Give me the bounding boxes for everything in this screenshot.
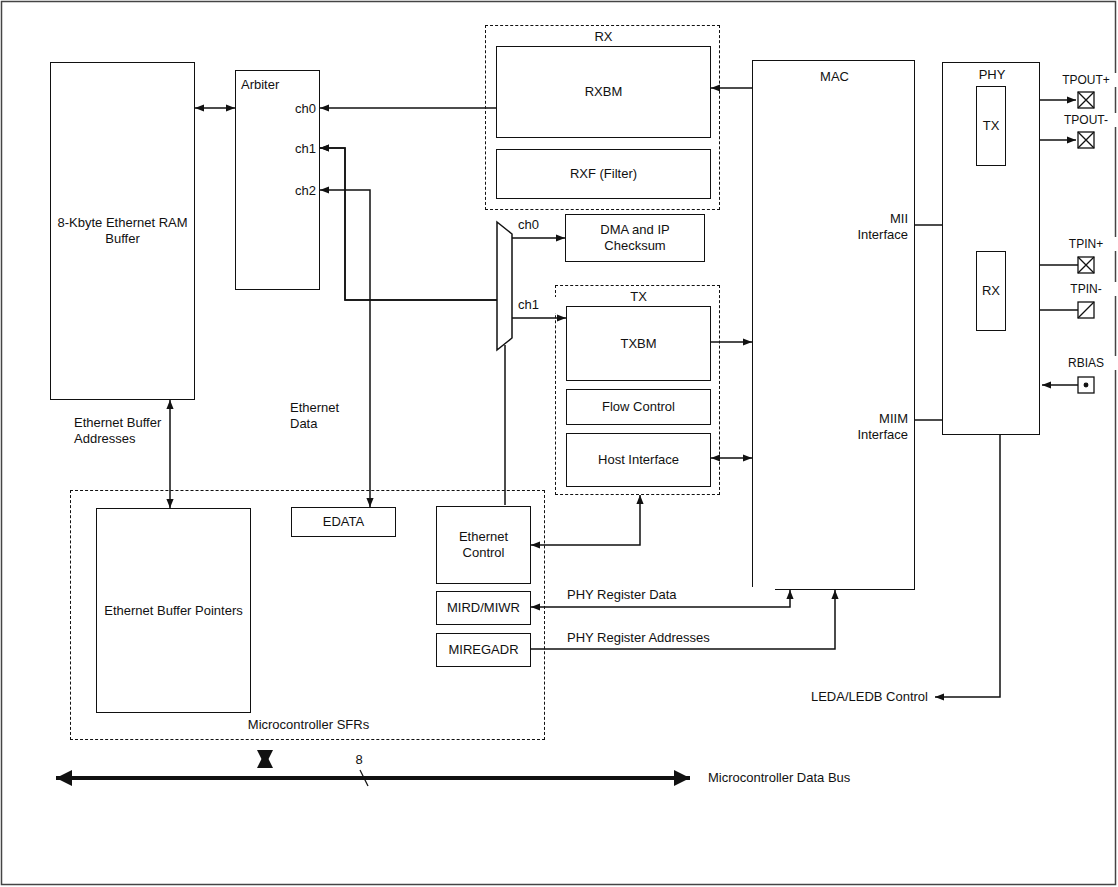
bus-width-tick — [360, 770, 368, 786]
box-title: TXBM — [617, 336, 659, 352]
connector — [531, 495, 640, 545]
box-title: DMA and IP Checksum — [566, 222, 704, 253]
pin-name: RBIAS — [1050, 356, 1118, 370]
box-title: EDATA — [320, 514, 367, 530]
rbias-wire — [1042, 384, 1078, 386]
connector-label: Ethernet Data — [288, 400, 364, 431]
box-title: 8-Kbyte Ethernet RAM Buffer — [51, 215, 194, 246]
mux-symbol — [497, 222, 512, 350]
connector-label: PHY Register Addresses — [565, 630, 805, 646]
pin-cross — [1078, 132, 1094, 148]
box-title: MIRD/MIWR — [444, 600, 523, 616]
box-title: TX — [556, 289, 721, 305]
connector-label: Ethernet Buffer Addresses — [72, 415, 164, 446]
pin-name: TPIN- — [1050, 282, 1118, 296]
box-text: ch2 — [236, 183, 321, 199]
host-interface-box: Host Interface — [566, 433, 711, 487]
mii-address-box: MIREGADR — [436, 633, 531, 667]
box-text: ch1 — [236, 141, 321, 157]
bus-name: Microcontroller Data Bus — [706, 770, 946, 786]
pin-slash — [1078, 302, 1094, 318]
box-text: ch0 — [236, 101, 321, 117]
connector — [320, 190, 370, 507]
box-title: MIREGADR — [445, 642, 521, 658]
connector — [915, 419, 942, 421]
rxbm-box: RXBM — [496, 46, 711, 138]
edata-box: EDATA — [291, 507, 396, 537]
pin-dot — [1084, 383, 1088, 387]
box-title: RX — [979, 283, 1003, 299]
connector — [711, 341, 752, 343]
flow-control-box: Flow Control — [566, 389, 711, 425]
bus-width: 8 — [346, 752, 372, 768]
pin-square — [1078, 377, 1094, 393]
pin-name: TPIN+ — [1050, 237, 1118, 251]
box-text: MII Interface — [833, 211, 913, 242]
txbm-box: TXBM — [566, 306, 711, 381]
filter-box: RXF (Filter) — [496, 149, 711, 199]
data-bus — [56, 776, 690, 780]
connector — [169, 400, 171, 508]
channel-label: ch1 — [516, 297, 560, 313]
connector-label: PHY Register Data — [565, 587, 775, 603]
connector — [320, 107, 496, 109]
sfr-group: Microcontroller SFRs Ethernet Buffer Poin… — [70, 490, 545, 740]
mii-data-box: MIRD/MIWR — [436, 591, 531, 625]
box-title: Microcontroller SFRs — [71, 717, 546, 733]
connector — [711, 457, 752, 459]
box-title: Host Interface — [595, 452, 682, 468]
pin-square — [1078, 132, 1094, 148]
bus-tap — [263, 752, 267, 766]
box-text: MIIM Interface — [833, 411, 913, 442]
mac-block: MAC MII InterfaceMIIM Interface — [752, 60, 915, 590]
mux-select-wire — [504, 345, 506, 505]
dma-box: DMA and IP Checksum — [565, 214, 705, 262]
phy-block: PHY TX RX — [942, 62, 1040, 435]
channel-label: ch0 — [516, 217, 560, 233]
ethernet-control-box: Ethernet Control — [436, 506, 531, 584]
box-title: RXBM — [582, 84, 626, 100]
pin-square — [1078, 257, 1094, 273]
signal-name: LEDA/LEDB Control — [790, 689, 930, 705]
box-title: PHY — [943, 67, 1041, 83]
connector — [915, 224, 942, 226]
box-title: RX — [486, 29, 721, 45]
tx-group: TX TXBM Flow ControlHost Interface — [555, 285, 720, 495]
buffer-pointers-box: Ethernet Buffer Pointers — [96, 508, 251, 713]
box-title: Ethernet Buffer Pointers — [101, 603, 246, 619]
box-title: Ethernet Control — [437, 529, 530, 560]
pin-cross — [1078, 257, 1094, 273]
phy-rx-box: RX — [976, 251, 1006, 331]
pin-name: TPOUT+ — [1050, 73, 1118, 87]
connector — [195, 107, 235, 109]
arbiter-box: Arbiter ch0 ch1 ch2 — [235, 70, 320, 290]
ram-buffer: 8-Kbyte Ethernet RAM Buffer — [50, 62, 195, 400]
phy-tx-box: TX — [976, 86, 1006, 166]
pin-square — [1078, 302, 1094, 318]
box-title: Arbiter — [236, 77, 321, 93]
rx-group: RX RXBM RXF (Filter) — [485, 25, 720, 210]
box-title: TX — [980, 118, 1003, 134]
box-title: MAC — [753, 69, 916, 85]
pin-cross — [1078, 92, 1094, 108]
pin-square — [1078, 92, 1094, 108]
box-title: Flow Control — [599, 399, 678, 415]
pin-name: TPOUT- — [1050, 113, 1118, 127]
box-title: RXF (Filter) — [567, 166, 640, 182]
connector — [711, 87, 752, 89]
led-control-wire — [935, 435, 1000, 697]
